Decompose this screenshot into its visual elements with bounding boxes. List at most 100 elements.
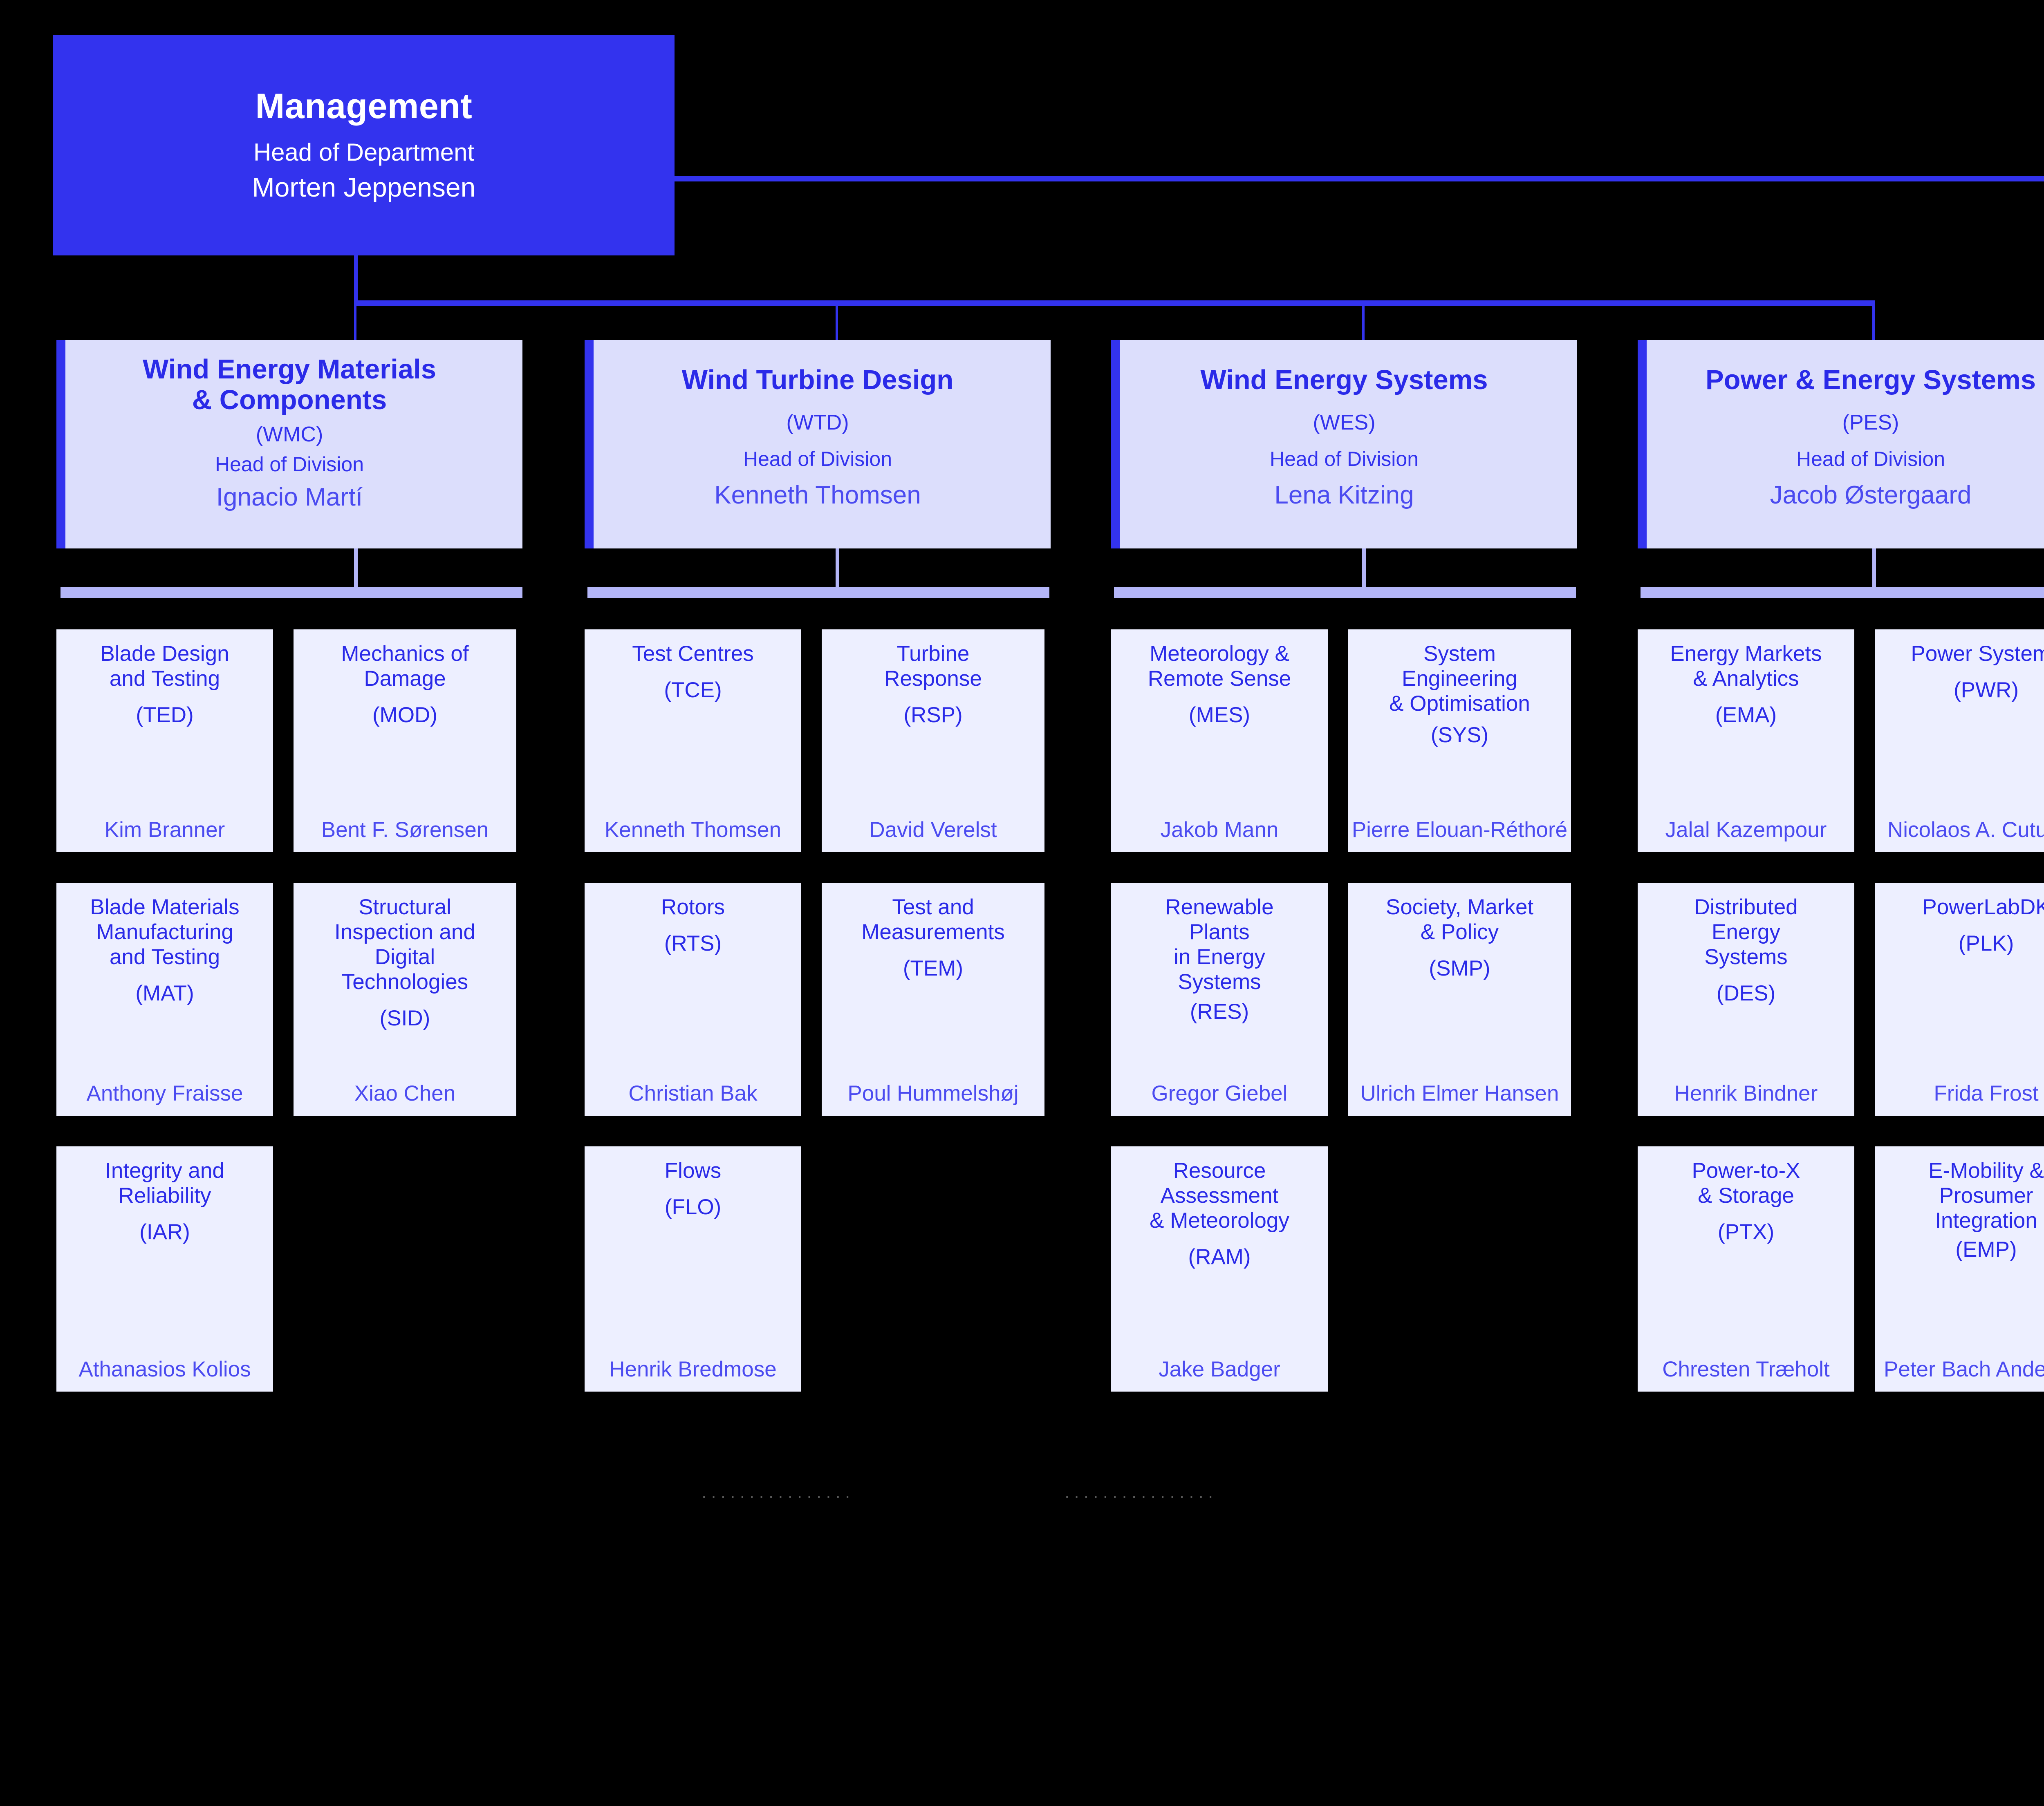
divider-bar-wtd bbox=[587, 587, 1049, 598]
section-box-ema[interactable]: Energy Markets& Analytics (EMA) Jalal Ka… bbox=[1638, 629, 1854, 852]
section-head-ema: Jalal Kazempour bbox=[1665, 818, 1827, 842]
section-head-sid: Xiao Chen bbox=[354, 1081, 456, 1106]
section-head-mod: Bent F. Sørensen bbox=[321, 818, 489, 842]
section-head-res: Gregor Giebel bbox=[1151, 1081, 1288, 1106]
division-head-wmc: Ignacio Martí bbox=[216, 483, 363, 512]
section-abbr-iar: (IAR) bbox=[139, 1220, 190, 1244]
section-abbr-tce: (TCE) bbox=[664, 678, 722, 702]
section-abbr-mat: (MAT) bbox=[135, 981, 194, 1005]
section-head-ptx: Chresten Træholt bbox=[1662, 1357, 1830, 1382]
section-title-ema: Energy Markets& Analytics bbox=[1670, 642, 1822, 691]
section-abbr-flo: (FLO) bbox=[664, 1195, 722, 1219]
section-box-ptx[interactable]: Power-to-X& Storage (PTX) Chresten Træho… bbox=[1638, 1146, 1854, 1392]
divider-bar-wmc bbox=[61, 587, 522, 598]
section-abbr-plk: (PLK) bbox=[1958, 931, 2014, 956]
section-abbr-pwr: (PWR) bbox=[1954, 678, 2019, 702]
section-abbr-rts: (RTS) bbox=[664, 931, 722, 956]
division-box-pes[interactable]: Power & Energy Systems (PES) Head of Div… bbox=[1638, 340, 2044, 548]
section-head-tem: Poul Hummelshøj bbox=[847, 1081, 1019, 1106]
section-box-flo[interactable]: Flows (FLO) Henrik Bredmose bbox=[585, 1146, 801, 1392]
management-box[interactable]: Management Head of Department Morten Jep… bbox=[53, 35, 675, 255]
division-head-wtd: Kenneth Thomsen bbox=[714, 481, 921, 510]
section-box-smp[interactable]: Society, Market& Policy (SMP) Ulrich Elm… bbox=[1348, 883, 1571, 1116]
section-head-emp: Peter Bach Andersen bbox=[1884, 1357, 2044, 1382]
section-abbr-sys: (SYS) bbox=[1430, 723, 1489, 747]
division-title-wmc: Wind Energy Materials& Components bbox=[143, 354, 436, 416]
section-head-mes: Jakob Mann bbox=[1160, 818, 1279, 842]
connector-drop-pes bbox=[1872, 300, 1875, 343]
divider-bar-pes bbox=[1641, 587, 2044, 598]
connector-drop-wes bbox=[1362, 300, 1365, 343]
divider-stem-pes bbox=[1872, 548, 1876, 589]
section-abbr-smp: (SMP) bbox=[1429, 956, 1490, 980]
section-abbr-ema: (EMA) bbox=[1715, 703, 1777, 727]
division-box-wtd[interactable]: Wind Turbine Design (WTD) Head of Divisi… bbox=[585, 340, 1051, 548]
division-box-wmc[interactable]: Wind Energy Materials& Components (WMC) … bbox=[56, 340, 522, 548]
section-head-tce: Kenneth Thomsen bbox=[604, 818, 782, 842]
section-head-rts: Christian Bak bbox=[628, 1081, 758, 1106]
division-accent-bar-pes bbox=[1638, 340, 1647, 548]
divider-stem-wmc bbox=[354, 548, 358, 589]
section-abbr-res: (RES) bbox=[1190, 999, 1249, 1024]
section-head-des: Henrik Bindner bbox=[1674, 1081, 1818, 1106]
connector-drop-wtd bbox=[836, 300, 838, 343]
section-head-flo: Henrik Bredmose bbox=[609, 1357, 777, 1382]
division-accent-bar-wmc bbox=[56, 340, 65, 548]
section-abbr-emp: (EMP) bbox=[1955, 1237, 2017, 1262]
division-role-pes: Head of Division bbox=[1796, 448, 1945, 471]
section-title-mes: Meteorology &Remote Sense bbox=[1148, 642, 1291, 691]
division-box-wes[interactable]: Wind Energy Systems (WES) Head of Divisi… bbox=[1111, 340, 1577, 548]
connector-management-stem bbox=[354, 255, 358, 300]
section-head-mat: Anthony Fraisse bbox=[86, 1081, 243, 1106]
management-title: Management bbox=[255, 87, 473, 126]
divider-bar-wes bbox=[1114, 587, 1576, 598]
division-head-pes: Jacob Østergaard bbox=[1770, 481, 1972, 510]
section-head-ted: Kim Branner bbox=[104, 818, 225, 842]
section-head-plk: Frida Frost bbox=[1934, 1081, 2039, 1106]
division-abbr-wtd: (WTD) bbox=[786, 411, 849, 435]
section-abbr-sid: (SID) bbox=[379, 1006, 430, 1030]
management-role: Head of Department bbox=[253, 138, 475, 166]
section-box-pwr[interactable]: Power Systems (PWR) Nicolaos A. Cutululi… bbox=[1875, 629, 2044, 852]
division-head-wes: Lena Kitzing bbox=[1274, 481, 1414, 510]
connector-division-bus bbox=[354, 300, 1875, 306]
section-box-mes[interactable]: Meteorology &Remote Sense (MES) Jakob Ma… bbox=[1111, 629, 1328, 852]
artifact-dots-left: ................ bbox=[700, 1487, 853, 1502]
divider-stem-wtd bbox=[836, 548, 839, 589]
management-name: Morten Jeppensen bbox=[252, 172, 476, 202]
connector-adm-horizontal bbox=[675, 176, 2044, 181]
section-box-tce[interactable]: Test Centres (TCE) Kenneth Thomsen bbox=[585, 629, 801, 852]
division-accent-bar-wes bbox=[1111, 340, 1120, 548]
section-title-ptx: Power-to-X& Storage bbox=[1692, 1159, 1800, 1208]
section-head-pwr: Nicolaos A. Cutululis bbox=[1887, 818, 2044, 842]
section-title-tce: Test Centres bbox=[632, 642, 754, 666]
section-abbr-mod: (MOD) bbox=[372, 703, 437, 727]
division-accent-bar-wtd bbox=[585, 340, 594, 548]
section-abbr-tem: (TEM) bbox=[903, 956, 964, 980]
division-role-wtd: Head of Division bbox=[743, 448, 892, 471]
section-abbr-ram: (RAM) bbox=[1188, 1244, 1251, 1269]
section-title-rts: Rotors bbox=[661, 895, 725, 919]
section-box-plk[interactable]: PowerLabDK (PLK) Frida Frost bbox=[1875, 883, 2044, 1116]
section-title-smp: Society, Market& Policy bbox=[1385, 895, 1534, 944]
section-box-rts[interactable]: Rotors (RTS) Christian Bak bbox=[585, 883, 801, 1116]
